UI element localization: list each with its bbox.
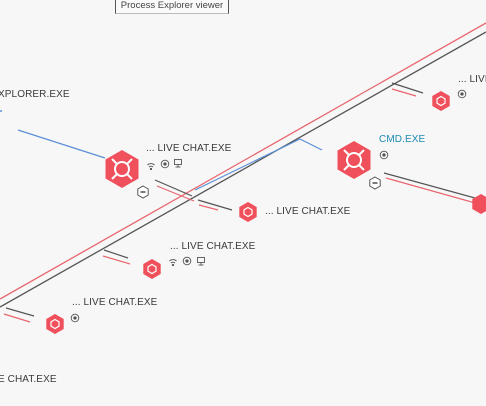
link-live-chat-4 <box>3 307 35 323</box>
network-icon <box>160 159 170 169</box>
link-blue-explorer <box>17 129 106 159</box>
network-icon <box>457 89 467 99</box>
process-node-live-chat-4[interactable] <box>46 314 64 334</box>
wifi-icon <box>169 259 177 267</box>
link-live-chat-1 <box>154 179 233 211</box>
process-label-live-chat-1[interactable]: ... LIVE CHAT.EXE <box>146 143 232 154</box>
process-label-live-chat-3[interactable]: ... LIVE CHAT.EXE <box>170 241 256 252</box>
process-label-explorer[interactable]: XPLORER.EXE <box>0 89 70 100</box>
process-label-live-top[interactable]: ... LIVE <box>458 74 486 85</box>
process-node-live-top[interactable] <box>432 91 450 111</box>
process-label-cmd[interactable]: CMD.EXE <box>379 134 426 145</box>
process-node-live-chat-1[interactable] <box>105 150 139 188</box>
link-live-chat-3 <box>102 249 131 265</box>
viewer-title-tab[interactable]: Process Explorer viewer <box>115 0 229 14</box>
process-node-live-chat-2[interactable] <box>239 202 257 222</box>
viewer-title: Process Explorer viewer <box>120 0 224 11</box>
link-cmd <box>383 172 486 207</box>
link-live-top <box>391 82 424 97</box>
trunk-link-gray <box>0 31 486 308</box>
minus-circle-icon[interactable] <box>137 185 149 199</box>
link-blue-cmd <box>194 138 301 191</box>
monitor-icon <box>174 159 182 168</box>
wifi-icon <box>147 163 155 171</box>
link-blue-cmd-2 <box>299 138 323 151</box>
process-node-live-chat-3[interactable] <box>143 259 161 279</box>
minus-circle-icon[interactable] <box>369 176 381 190</box>
monitor-icon <box>197 257 205 266</box>
trunk-link-red <box>0 22 486 300</box>
process-label-live-chat-4[interactable]: ... LIVE CHAT.EXE <box>72 297 158 308</box>
network-icon <box>70 313 80 323</box>
process-node-cmd[interactable] <box>337 141 371 179</box>
network-icon <box>379 150 389 160</box>
network-icon <box>182 256 192 266</box>
process-label-chat-bottom[interactable]: E CHAT.EXE <box>0 374 57 385</box>
process-label-live-chat-2[interactable]: ... LIVE CHAT.EXE <box>265 206 351 217</box>
process-node-right-edge[interactable] <box>472 194 486 214</box>
